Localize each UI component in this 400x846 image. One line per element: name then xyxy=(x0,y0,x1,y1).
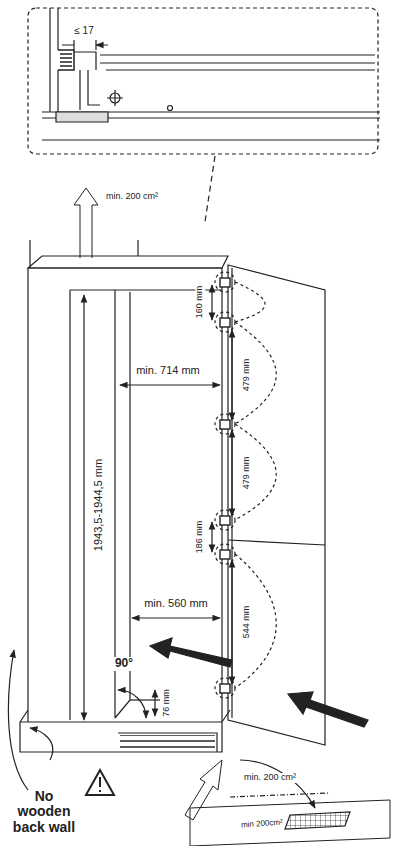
plinth-dimension: 76 mm xyxy=(162,688,172,718)
hinge-dimension: 479 mm xyxy=(242,358,252,393)
hinge-dimension: 544 mm xyxy=(242,605,252,640)
hinge-dimension: 186 mm xyxy=(195,520,205,555)
vent-area: min. 200 cm² xyxy=(243,773,297,783)
vent-area: min. 200 cm² xyxy=(105,192,159,202)
hinge-dimension: 160 mm xyxy=(195,285,205,320)
vent-area: min 200cm² xyxy=(240,818,284,830)
angle-label: 90° xyxy=(114,657,134,670)
hinge-dimension: 479 mm xyxy=(242,456,252,491)
gap-dimension: ≤ 17 xyxy=(73,25,94,36)
warning-note: No wooden back wall xyxy=(7,789,81,835)
depth-dimension: min. 560 mm xyxy=(143,597,209,609)
height-dimension: 1943,5-1944,5 mm xyxy=(92,458,104,552)
depth-dimension: min. 714 mm xyxy=(135,364,201,376)
